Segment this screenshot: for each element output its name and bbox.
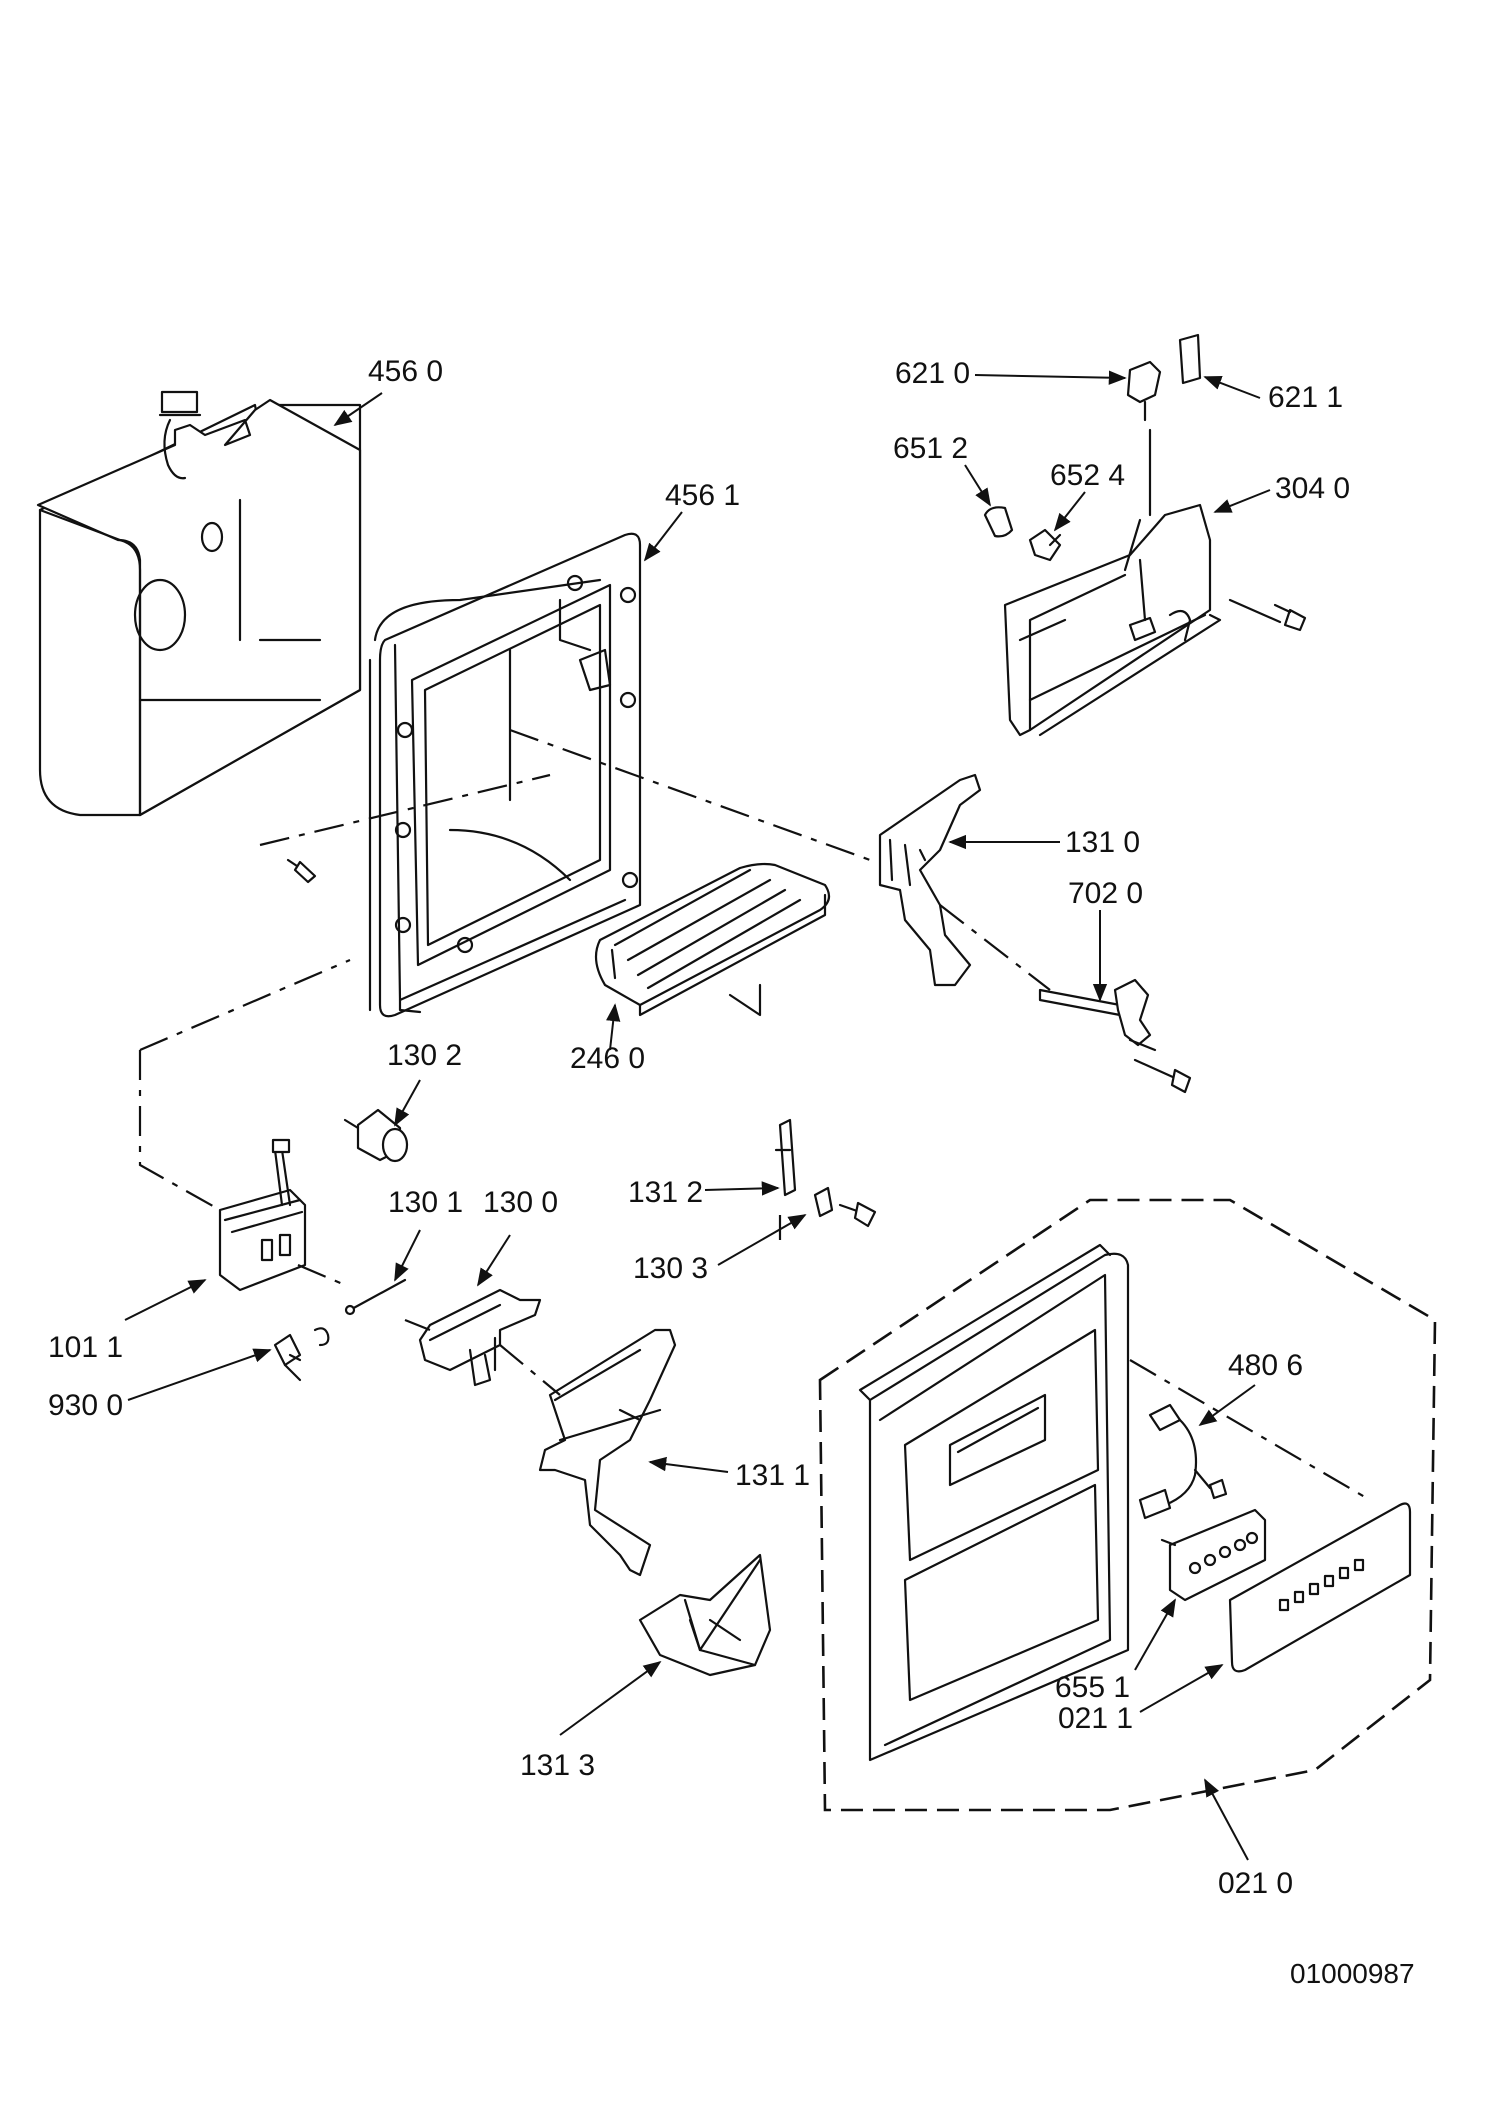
part-621-1-insulator [1178,333,1202,385]
callout-130-3: 130 3 [633,1252,708,1285]
callout-101-1: 101 1 [48,1331,123,1364]
part-456-0-housing [36,390,362,817]
part-131-1-actuator [538,1328,677,1577]
part-246-0-grille [594,862,831,1017]
callout-021-0: 021 0 [1218,1867,1293,1900]
part-456-1-frame [368,532,642,1018]
callout-480-6: 480 6 [1228,1349,1303,1382]
part-130-0-latch [418,1288,542,1387]
callout-304-0: 304 0 [1275,472,1350,505]
part-652-4-socket [1028,528,1062,562]
callout-456-0: 456 0 [368,355,443,388]
callout-131-0: 131 0 [1065,826,1140,859]
callout-130-1: 130 1 [388,1186,463,1219]
callout-130-2: 130 2 [387,1039,462,1072]
callout-456-1: 456 1 [665,479,740,512]
part-651-2-lamp [983,506,1014,538]
callout-131-2: 131 2 [628,1176,703,1209]
document-number: 01000987 [1290,1958,1415,1989]
callout-621-0: 621 0 [895,357,970,390]
callout-246-0: 246 0 [570,1042,645,1075]
callout-131-3: 131 3 [520,1749,595,1782]
part-131-0-actuator [878,773,982,987]
screw-left [286,858,317,884]
part-130-1-pin [344,1278,407,1316]
callout-131-1: 131 1 [735,1459,810,1492]
part-131-2-blade [774,1118,797,1197]
part-304-0-bracket [1003,428,1222,737]
part-101-1-mount [218,1138,307,1292]
part-621-0-switch [1126,360,1162,422]
leader-lines [124,370,1271,1861]
part-702-0-rod [1038,978,1157,1052]
screw-center [838,1201,877,1228]
part-130-3-clip [813,1186,834,1218]
part-930-0-spring [273,1327,330,1382]
callout-021-1: 021 1 [1058,1702,1133,1735]
callout-655-1: 655 1 [1055,1671,1130,1704]
callout-130-0: 130 0 [483,1186,558,1219]
callout-651-2: 651 2 [893,432,968,465]
assembly-guides [138,728,1371,1501]
screw-right-mid [1133,1058,1192,1094]
callout-702-0: 702 0 [1068,877,1143,910]
part-131-3-chute [638,1553,772,1677]
part-130-2-solenoid [343,1108,409,1163]
callout-930-0: 930 0 [48,1389,123,1422]
part-021-0-panel-assembly [818,1198,1437,1812]
callout-652-4: 652 4 [1050,459,1125,492]
callout-621-1: 621 1 [1268,381,1343,414]
screw-right-top [1228,598,1307,632]
